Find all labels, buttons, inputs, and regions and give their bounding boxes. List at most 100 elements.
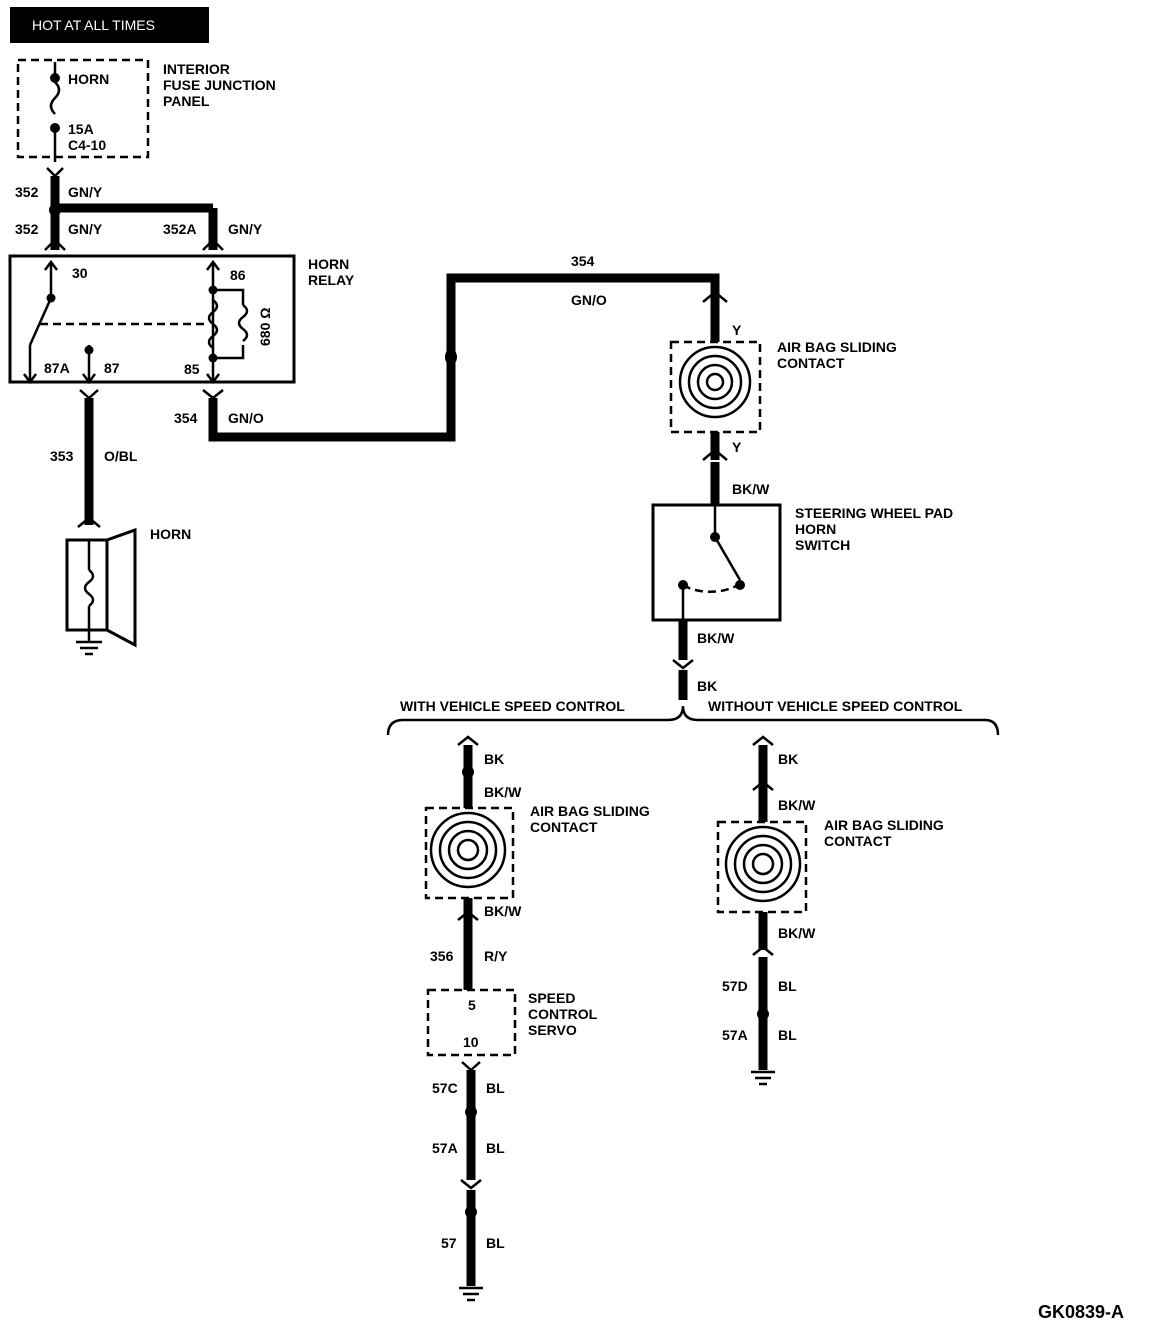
servo-title-1: SPEED <box>528 990 575 1006</box>
y-upper-color: Y <box>732 322 742 338</box>
bk-split-color: BK <box>697 678 717 694</box>
w356-circuit: 356 <box>430 948 454 964</box>
w354-low-color: GN/O <box>228 410 264 426</box>
fuse-panel-title-2: FUSE JUNCTION <box>163 77 276 93</box>
hot-at-all-times-banner: HOT AT ALL TIMES <box>10 7 209 43</box>
with-speed-control-label: WITH VEHICLE SPEED CONTROL <box>400 698 625 714</box>
w353-color: O/BL <box>104 448 138 464</box>
wire-352: 352 GN/Y 352 GN/Y 352A GN/Y <box>15 167 263 251</box>
w356-color: R/Y <box>484 948 508 964</box>
servo-pin-bottom: 10 <box>463 1034 479 1050</box>
w57-circuit: 57 <box>441 1235 457 1251</box>
servo-pin-top: 5 <box>468 997 476 1013</box>
ground-icon <box>76 640 102 656</box>
w57a-left-circuit: 57A <box>432 1140 458 1156</box>
fuse-icon <box>49 81 61 115</box>
y-lower-color: Y <box>732 439 742 455</box>
connector-icon <box>77 516 101 528</box>
resistor-icon <box>237 304 249 342</box>
connector-icon <box>79 389 99 400</box>
w57c-circuit: 57C <box>432 1080 458 1096</box>
w354-low-circuit: 354 <box>174 410 198 426</box>
horn-switch-title-2: HORN <box>795 521 836 537</box>
horn-device: HORN <box>65 526 191 656</box>
figure-id: GK0839-A <box>1038 1302 1124 1322</box>
right-branch-without-speed-control: BK BK/W BK/W 57D BL 57A BL AIR BAG SLIDI… <box>716 735 944 1086</box>
left-branch-with-speed-control: BK BK/W BK/W 356 R/Y AIR BAG SLIDING CON… <box>424 735 650 990</box>
w353-circuit: 353 <box>50 448 74 464</box>
airbag-right-title-1: AIR BAG SLIDING <box>824 817 944 833</box>
w57a-right-circuit: 57A <box>722 1027 748 1043</box>
w57-color: BL <box>486 1235 505 1251</box>
connector-icon <box>702 290 728 303</box>
horn-switch-title-3: SWITCH <box>795 537 850 553</box>
relay-pin-30: 30 <box>72 265 88 281</box>
relay-resistor-value: 680 Ω <box>257 308 273 346</box>
fuse-location: C4-10 <box>68 137 106 153</box>
connector-icon <box>202 238 224 251</box>
left-bk-color: BK <box>484 751 504 767</box>
w57a-left-color: BL <box>486 1140 505 1156</box>
right-bkw-in-color: BK/W <box>778 797 816 813</box>
clockspring-icon <box>678 345 752 419</box>
w352-left-circuit: 352 <box>15 221 39 237</box>
w57d-circuit: 57D <box>722 978 748 994</box>
w354-top-circuit: 354 <box>571 253 595 269</box>
w57c-color: BL <box>486 1080 505 1096</box>
connector-icon <box>752 945 774 956</box>
relay-pin-86: 86 <box>230 267 246 283</box>
connector-icon <box>457 735 479 746</box>
left-ground-wire: 57C BL 57A BL 57 BL <box>432 1061 505 1302</box>
airbag-sliding-contact-top: Y Y AIR BAG SLIDING CONTACT <box>669 300 897 505</box>
connector-icon <box>702 448 728 461</box>
branch-bracket: WITH VEHICLE SPEED CONTROL WITHOUT VEHIC… <box>386 698 1000 736</box>
switch-contact-icon <box>713 536 742 581</box>
left-bkw-out-color: BK/W <box>484 903 522 919</box>
servo-title-2: CONTROL <box>528 1006 598 1022</box>
connector-icon <box>752 780 774 791</box>
w57a-right-color: BL <box>778 1027 797 1043</box>
connector-icon <box>44 238 66 251</box>
right-bkw-out-color: BK/W <box>778 925 816 941</box>
fuse-panel-title-1: INTERIOR <box>163 61 230 77</box>
connector-icon <box>752 735 774 746</box>
bkw-switch-in-color: BK/W <box>732 481 770 497</box>
speed-control-servo: 5 10 SPEED CONTROL SERVO <box>426 988 598 1057</box>
right-bk-color: BK <box>778 751 798 767</box>
fuse-name: HORN <box>68 71 109 87</box>
steering-wheel-horn-switch: BK/W STEERING WHEEL PAD HORN SWITCH <box>651 481 953 622</box>
airbag-left-title-1: AIR BAG SLIDING <box>530 803 650 819</box>
airbag-left-title-2: CONTACT <box>530 819 598 835</box>
hot-at-all-times-label: HOT AT ALL TIMES <box>32 17 155 33</box>
w57d-color: BL <box>778 978 797 994</box>
airbag-top-title-2: CONTACT <box>777 355 845 371</box>
airbag-right-title-2: CONTACT <box>824 833 892 849</box>
horn-icon <box>106 527 137 648</box>
connector-icon <box>457 910 479 921</box>
without-speed-control-label: WITHOUT VEHICLE SPEED CONTROL <box>708 698 963 714</box>
horn-relay: 30 86 85 87A 87 680 Ω HORN RELAY <box>8 254 355 385</box>
horn-relay-title-1: HORN <box>308 256 349 272</box>
w352-top-color: GN/Y <box>68 184 103 200</box>
interior-fuse-junction-panel: HORN 15A C4-10 INTERIOR FUSE JUNCTION PA… <box>16 58 276 162</box>
relay-pin-87a: 87A <box>44 360 70 376</box>
connector-icon <box>46 167 64 178</box>
bkw-switch-out-color: BK/W <box>697 630 735 646</box>
horn-relay-title-2: RELAY <box>308 272 355 288</box>
connector-icon <box>202 389 224 400</box>
airbag-top-title-1: AIR BAG SLIDING <box>777 339 897 355</box>
horn-switch-title-1: STEERING WHEEL PAD <box>795 505 953 521</box>
ground-icon <box>751 1070 775 1086</box>
w352a-circuit: 352A <box>163 221 196 237</box>
w352a-color: GN/Y <box>228 221 263 237</box>
fuse-panel-title-3: PANEL <box>163 93 210 109</box>
wire-353: 353 O/BL <box>50 389 138 528</box>
left-bkw-in-color: BK/W <box>484 784 522 800</box>
clockspring-icon <box>429 811 507 889</box>
servo-title-3: SERVO <box>528 1022 577 1038</box>
ground-icon <box>459 1286 483 1302</box>
relay-coil-icon <box>207 299 219 349</box>
fuse-rating: 15A <box>68 121 94 137</box>
relay-pin-87: 87 <box>104 360 120 376</box>
